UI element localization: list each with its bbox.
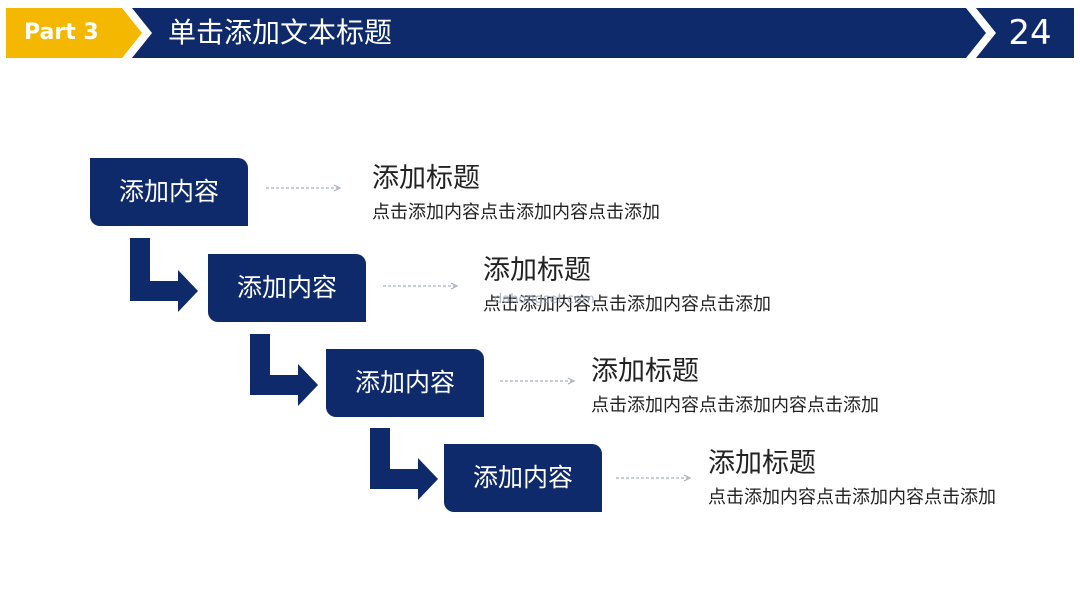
step-box-2[interactable]: 添加内容 bbox=[208, 254, 366, 322]
dashed-arrow-icon bbox=[266, 184, 342, 192]
watermark-text: dahongset.com bbox=[494, 292, 595, 307]
dashed-arrow-icon bbox=[616, 474, 692, 482]
step-title-4[interactable]: 添加标题 bbox=[708, 448, 816, 479]
part-tab-shape bbox=[6, 8, 142, 58]
step-box-1[interactable]: 添加内容 bbox=[90, 158, 248, 226]
step-description-1[interactable]: 点击添加内容点击添加内容点击添加 bbox=[372, 202, 660, 223]
step-box-4[interactable]: 添加内容 bbox=[444, 444, 602, 512]
l-arrow-icon bbox=[250, 334, 318, 406]
dashed-arrow-icon bbox=[383, 282, 459, 290]
step-title-2[interactable]: 添加标题 bbox=[483, 255, 591, 286]
part-label: Part 3 bbox=[24, 20, 99, 45]
title-banner-shape bbox=[132, 8, 986, 58]
l-arrow-icon bbox=[370, 428, 438, 500]
header-bar: Part 3 单击添加文本标题 24 bbox=[0, 0, 1080, 64]
step-description-3[interactable]: 点击添加内容点击添加内容点击添加 bbox=[591, 395, 879, 416]
step-box-3[interactable]: 添加内容 bbox=[326, 349, 484, 417]
step-title-3[interactable]: 添加标题 bbox=[591, 356, 699, 387]
step-title-1[interactable]: 添加标题 bbox=[372, 163, 480, 194]
step-description-2[interactable]: 点击添加内容点击添加内容点击添加 bbox=[483, 294, 771, 315]
page-number-shape bbox=[976, 8, 1074, 58]
dashed-arrow-icon bbox=[500, 377, 576, 385]
header-banner-shapes bbox=[6, 8, 1074, 58]
page-number: 24 bbox=[1008, 13, 1052, 53]
step-description-4[interactable]: 点击添加内容点击添加内容点击添加 bbox=[708, 487, 996, 508]
l-arrow-icon bbox=[130, 238, 198, 312]
page-title[interactable]: 单击添加文本标题 bbox=[168, 16, 393, 49]
